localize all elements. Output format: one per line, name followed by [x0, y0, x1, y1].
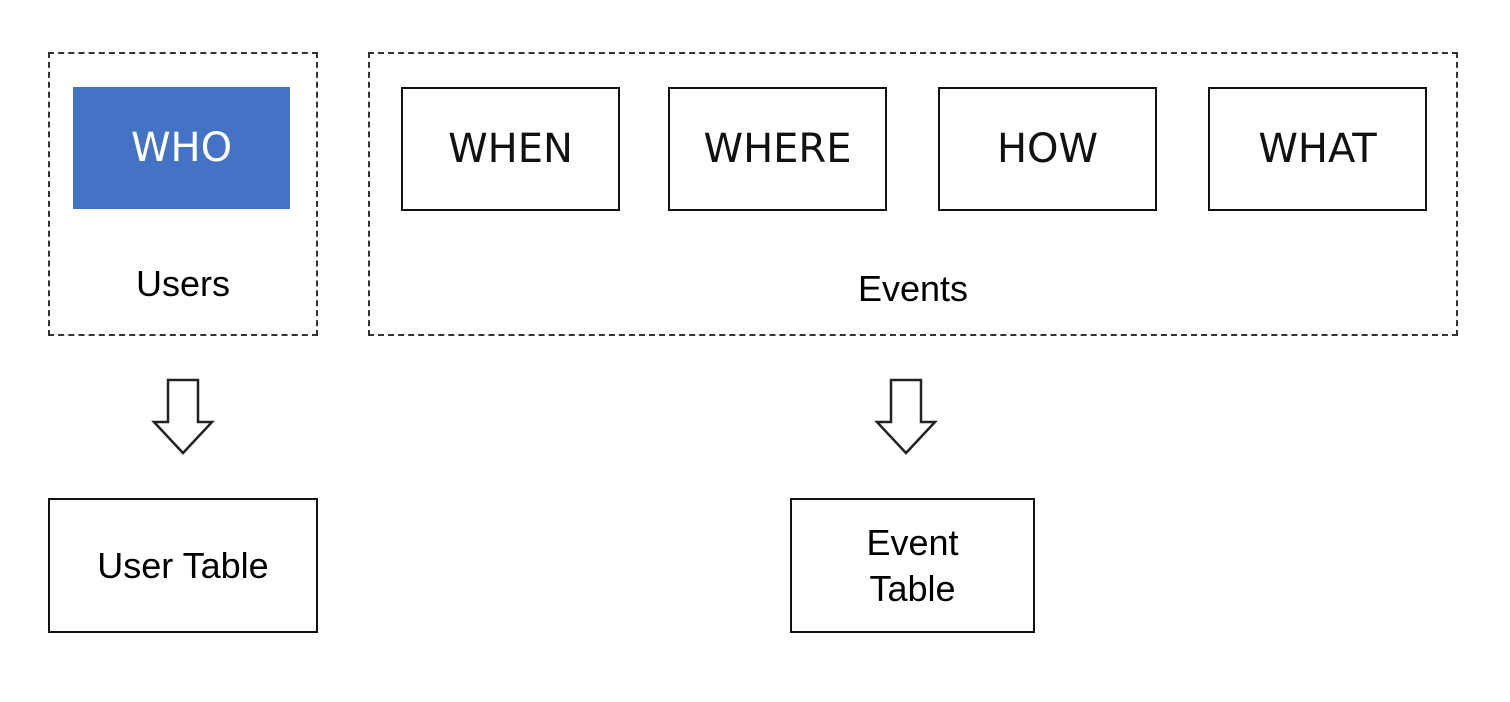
- who-label: WHO: [130, 125, 233, 171]
- arrow-down-outline-icon: [874, 378, 938, 455]
- user-table-box: User Table: [48, 498, 318, 633]
- events-label: Events: [857, 268, 969, 309]
- where-label: WHERE: [703, 126, 852, 172]
- where-box: WHERE: [668, 87, 887, 211]
- what-box: WHAT: [1208, 87, 1427, 211]
- user-table-label: User Table: [97, 544, 269, 586]
- who-box: WHO: [73, 87, 290, 209]
- events-group: [368, 52, 1458, 336]
- how-label: HOW: [996, 126, 1099, 172]
- when-label: WHEN: [448, 126, 573, 172]
- event-table-label-line2: Table: [869, 567, 956, 609]
- users-label: Users: [135, 263, 230, 304]
- event-table-box: Event Table: [790, 498, 1035, 633]
- arrow-down-outline-icon: [151, 378, 215, 455]
- event-table-label-line1: Event: [866, 521, 959, 563]
- when-box: WHEN: [401, 87, 620, 211]
- what-label: WHAT: [1258, 126, 1377, 172]
- how-box: HOW: [938, 87, 1157, 211]
- users-group: [48, 52, 318, 336]
